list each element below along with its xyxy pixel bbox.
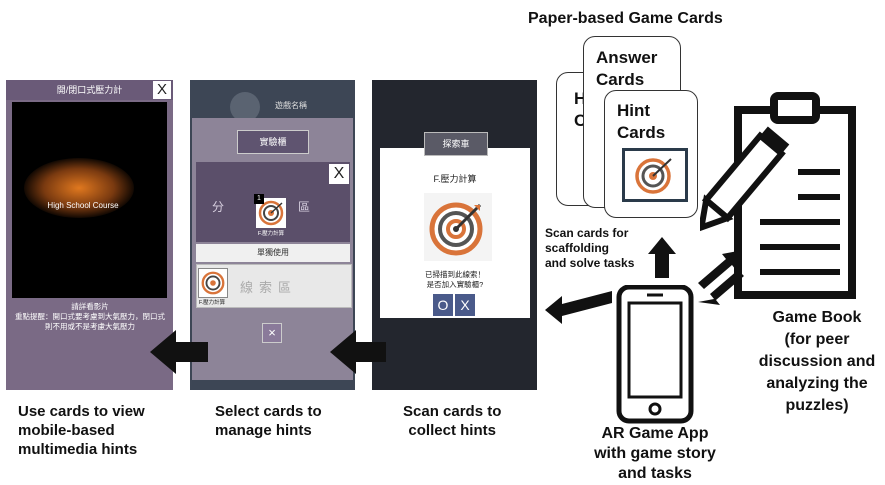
avatar <box>230 92 260 122</box>
arrow-left-icon <box>545 291 612 324</box>
category-label-fen: 分 <box>212 200 225 214</box>
hint-manager-screen: 遊戲名稱 實驗櫃 X 分 區 1 F.壓力計算 單獨使用 線索區 F.壓力計算 … <box>190 80 355 390</box>
card-count-badge: 1 <box>254 194 264 204</box>
close-button[interactable]: X <box>153 81 171 99</box>
caption-game-book: Game Book (for peer discussion and analy… <box>758 309 876 414</box>
caption-view-hints: Use cards to view mobile-based multimedi… <box>18 403 145 458</box>
hint-card-title: Hint Cards <box>617 101 666 142</box>
arrow-right-icon <box>698 251 738 289</box>
card-label: F.壓力計算 <box>257 231 285 237</box>
confirm-button[interactable]: O <box>433 294 453 316</box>
cancel-button[interactable]: X <box>455 294 475 316</box>
arrow-left-icon <box>698 270 744 305</box>
video-glow <box>24 158 134 218</box>
target-image <box>424 193 492 261</box>
clue-area-label: 線索區 <box>240 280 298 295</box>
scan-message: 已掃描到此線索！ 是否加入實驗櫃? <box>425 270 485 289</box>
player-name: 遊戲名稱 <box>275 101 307 110</box>
target-icon <box>635 158 672 194</box>
lab-cabinet-button[interactable]: 實驗櫃 <box>237 130 309 154</box>
clipboard-icon <box>700 92 856 299</box>
caption-collect-hints: Scan cards to collect hints <box>403 403 502 439</box>
caption-ar-app: AR Game App with game story and tasks <box>594 425 716 482</box>
hint-viewer-title: 開/閉口式壓力計 <box>6 80 173 100</box>
explore-vehicle-button[interactable]: 探索車 <box>424 132 488 156</box>
close-panel-button[interactable]: × <box>262 323 282 343</box>
hint-viewer-screen: 開/閉口式壓力計 X High School Course 請詳看影片 重點提醒… <box>6 80 173 390</box>
close-button[interactable]: X <box>329 164 349 184</box>
answer-card-title: Answer Cards <box>596 48 658 89</box>
scanner-screen: 探索車 F.壓力計算 已掃描到此線索！ 是否加入實驗櫃? O X <box>372 80 537 390</box>
use-alone-button[interactable]: 單獨使用 <box>196 244 350 262</box>
caption-scan-scaffold: Scan cards for scaffolding and solve tas… <box>545 226 635 270</box>
arrow-left-icon <box>330 330 386 374</box>
arrow-left-icon <box>150 330 208 374</box>
target-icon <box>201 271 225 295</box>
cards-heading: Paper-based Game Cards <box>528 10 723 27</box>
phone-icon <box>616 285 694 424</box>
target-icon <box>429 202 483 256</box>
category-label-qu: 區 <box>298 200 311 214</box>
clue-card[interactable] <box>198 268 228 298</box>
caption-manage-hints: Select cards to manage hints <box>215 403 322 439</box>
target-icon <box>258 200 284 226</box>
clue-card-label: F.壓力計算 <box>198 300 226 306</box>
arrow-up-icon <box>648 237 676 278</box>
scan-result-title: F.壓力計算 <box>433 174 477 184</box>
hint-text: 請詳看影片 重點提醒：開口式要考慮到大氣壓力，閉口式則不用或不是考慮大氣壓力 <box>15 302 165 331</box>
hint-card-image <box>622 148 688 202</box>
video-title: High School Course <box>47 201 119 210</box>
